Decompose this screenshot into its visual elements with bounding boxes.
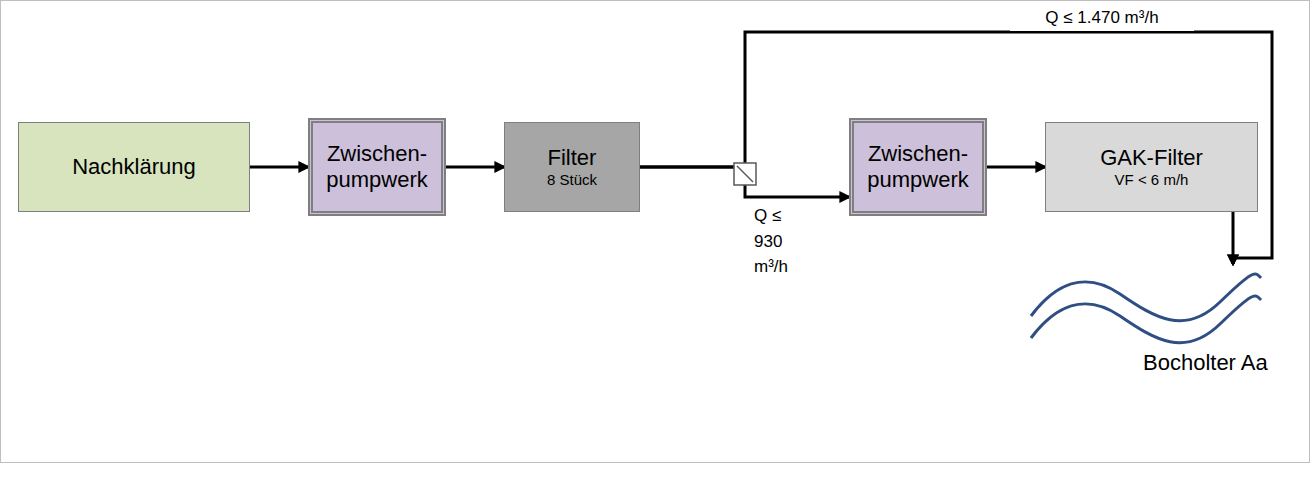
river-waves bbox=[1025, 264, 1265, 348]
river: Bocholter Aa bbox=[1025, 264, 1295, 384]
wave-line bbox=[1031, 296, 1261, 343]
wave-line bbox=[1031, 274, 1261, 321]
box-title: Zwischen-pumpwerk bbox=[863, 141, 973, 194]
flow-arrow bbox=[1232, 212, 1235, 264]
box-title: Nachklärung bbox=[72, 154, 196, 180]
box-title: Zwischen-pumpwerk bbox=[322, 141, 432, 194]
splitter-diagonal bbox=[737, 166, 753, 182]
box-subtitle: VF < 6 m/h bbox=[1115, 171, 1189, 189]
flow-arrow bbox=[640, 32, 1272, 264]
flow-arrow bbox=[250, 166, 308, 169]
flow-rate-label: Q ≤ 1.470 m³/h bbox=[1010, 5, 1194, 31]
box-title: Bocholter Aa bbox=[1143, 350, 1295, 376]
flow-arrow bbox=[987, 166, 1045, 169]
box-title: Filter bbox=[548, 145, 597, 171]
outer-frame bbox=[1, 1, 1310, 463]
gac-filter-box: GAK-FilterVF < 6 m/h bbox=[1045, 122, 1258, 212]
splitter-symbol bbox=[734, 163, 756, 185]
box-title: GAK-Filter bbox=[1100, 145, 1203, 171]
pump-station-box: Zwischen-pumpwerk bbox=[308, 118, 446, 216]
flow-rate-label: Q ≤ 930 m³/h bbox=[752, 203, 796, 280]
flow-arrow bbox=[446, 166, 504, 169]
filter-box: Filter8 Stück bbox=[504, 122, 640, 212]
box-subtitle: 8 Stück bbox=[547, 171, 597, 189]
pump-station-box: Zwischen-pumpwerk bbox=[849, 118, 987, 216]
process-box: Nachklärung bbox=[18, 122, 250, 212]
